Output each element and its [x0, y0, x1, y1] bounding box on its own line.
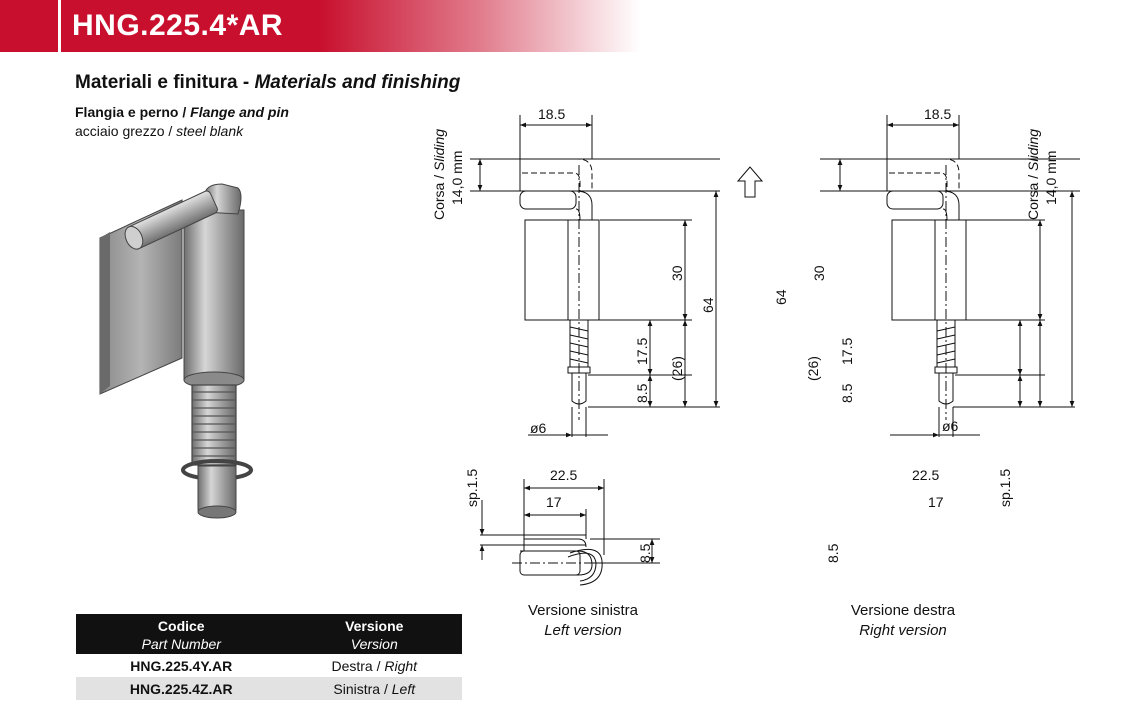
- stroke-label-right: Corsa / Sliding: [1025, 129, 1041, 220]
- dim-17-right: 17: [928, 494, 944, 510]
- stroke-label-it: Corsa /: [431, 171, 447, 220]
- dim-8-5-top-left: 8.5: [637, 543, 653, 563]
- dim-22-5-right: 22.5: [912, 467, 939, 483]
- flange-heading: Flangia e perno / Flange and pin: [75, 104, 289, 120]
- banner-divider: [58, 0, 61, 52]
- version-en: Left: [391, 680, 416, 697]
- right-caption-en: Right version: [859, 622, 947, 639]
- stroke-label-en-r: Sliding: [1025, 129, 1041, 171]
- dim-26-right: (26): [805, 356, 821, 381]
- table-row: HNG.225.4Z.AR Sinistra / Left: [76, 677, 462, 700]
- materials-heading-it: Materiali e finitura -: [75, 72, 255, 93]
- version-en: Right: [384, 657, 418, 674]
- stroke-mm-left: 14,0 mm: [449, 151, 465, 205]
- left-version-caption: Versione sinistra Left version: [500, 601, 666, 641]
- dim-17-left: 17: [546, 494, 562, 510]
- dim-18-5-left: 18.5: [538, 106, 565, 122]
- col-version-title: Versione: [345, 618, 404, 634]
- dim-22-5-left: 22.5: [550, 467, 577, 483]
- steel-text: acciaio grezzo / steel blank: [75, 123, 243, 139]
- left-front-view: [470, 115, 720, 438]
- dim-sp-left: sp.1.5: [464, 469, 480, 507]
- dim-17-5-left: 17.5: [634, 338, 650, 365]
- stroke-label-it-r: Corsa /: [1025, 171, 1041, 220]
- stroke-mm-right: 14,0 mm: [1043, 151, 1059, 205]
- flange-heading-en: Flange and pin: [190, 104, 289, 120]
- header-banner: HNG.225.4*AR: [0, 0, 640, 52]
- hinge-spring: [191, 384, 237, 466]
- direction-arrow-symbol: [736, 166, 764, 198]
- table-row: HNG.225.4Y.AR Destra / Right: [76, 654, 462, 677]
- hinge-product-image: [99, 183, 253, 519]
- flange-heading-it: Flangia e perno /: [75, 104, 191, 120]
- dim-30-left: 30: [669, 265, 685, 281]
- dim-17-5-right: 17.5: [839, 338, 855, 365]
- left-caption-it: Versione sinistra: [527, 602, 639, 619]
- col-version-sub: Version: [350, 636, 398, 652]
- version-it: Destra /: [331, 657, 385, 674]
- hinge-barrel: [183, 209, 245, 381]
- steel-text-en: steel blank: [176, 123, 244, 139]
- pin-tip: [197, 465, 237, 511]
- col-code-title: Codice: [157, 618, 205, 634]
- stroke-label-en: Sliding: [431, 129, 447, 171]
- dim-64-left: 64: [700, 297, 716, 313]
- dim-18-5-right: 18.5: [924, 106, 951, 122]
- dim-8-5-right: 8.5: [839, 383, 855, 403]
- part-code-cell: HNG.225.4Y.AR: [130, 657, 233, 674]
- dim-64-right: 64: [773, 289, 789, 305]
- dim-30-right: 30: [811, 265, 827, 281]
- technical-drawing: 18.5 Corsa / Sliding 14,0 mm 30 64 17.5 …: [431, 106, 1080, 586]
- dim-8-5-left: 8.5: [634, 383, 650, 403]
- materials-heading: Materiali e finitura - Materials and fin…: [75, 72, 460, 94]
- materials-heading-en: Materials and finishing: [254, 72, 461, 93]
- version-cell: Sinistra / Left: [286, 677, 462, 700]
- left-caption-en: Left version: [544, 622, 622, 639]
- dim-8-5-top-right: 8.5: [825, 543, 841, 563]
- dim-sp-right: sp.1.5: [997, 469, 1013, 507]
- version-cell: Destra / Right: [287, 654, 462, 677]
- col-code-sub: Part Number: [141, 636, 221, 652]
- right-caption-it: Versione destra: [850, 602, 956, 619]
- steel-text-it: acciaio grezzo /: [75, 123, 177, 139]
- right-front-view: [820, 115, 1080, 438]
- dim-phi6-left: ø6: [530, 420, 547, 436]
- stroke-label-left: Corsa / Sliding: [431, 129, 447, 220]
- dim-26-left: (26): [669, 356, 685, 381]
- dim-phi6-right: ø6: [942, 418, 959, 434]
- part-code-cell: HNG.225.4Z.AR: [76, 677, 287, 700]
- product-title: HNG.225.4*AR: [72, 9, 284, 42]
- right-version-caption: Versione destra Right version: [820, 601, 986, 641]
- version-it: Sinistra /: [333, 680, 392, 697]
- left-top-view: [479, 479, 660, 586]
